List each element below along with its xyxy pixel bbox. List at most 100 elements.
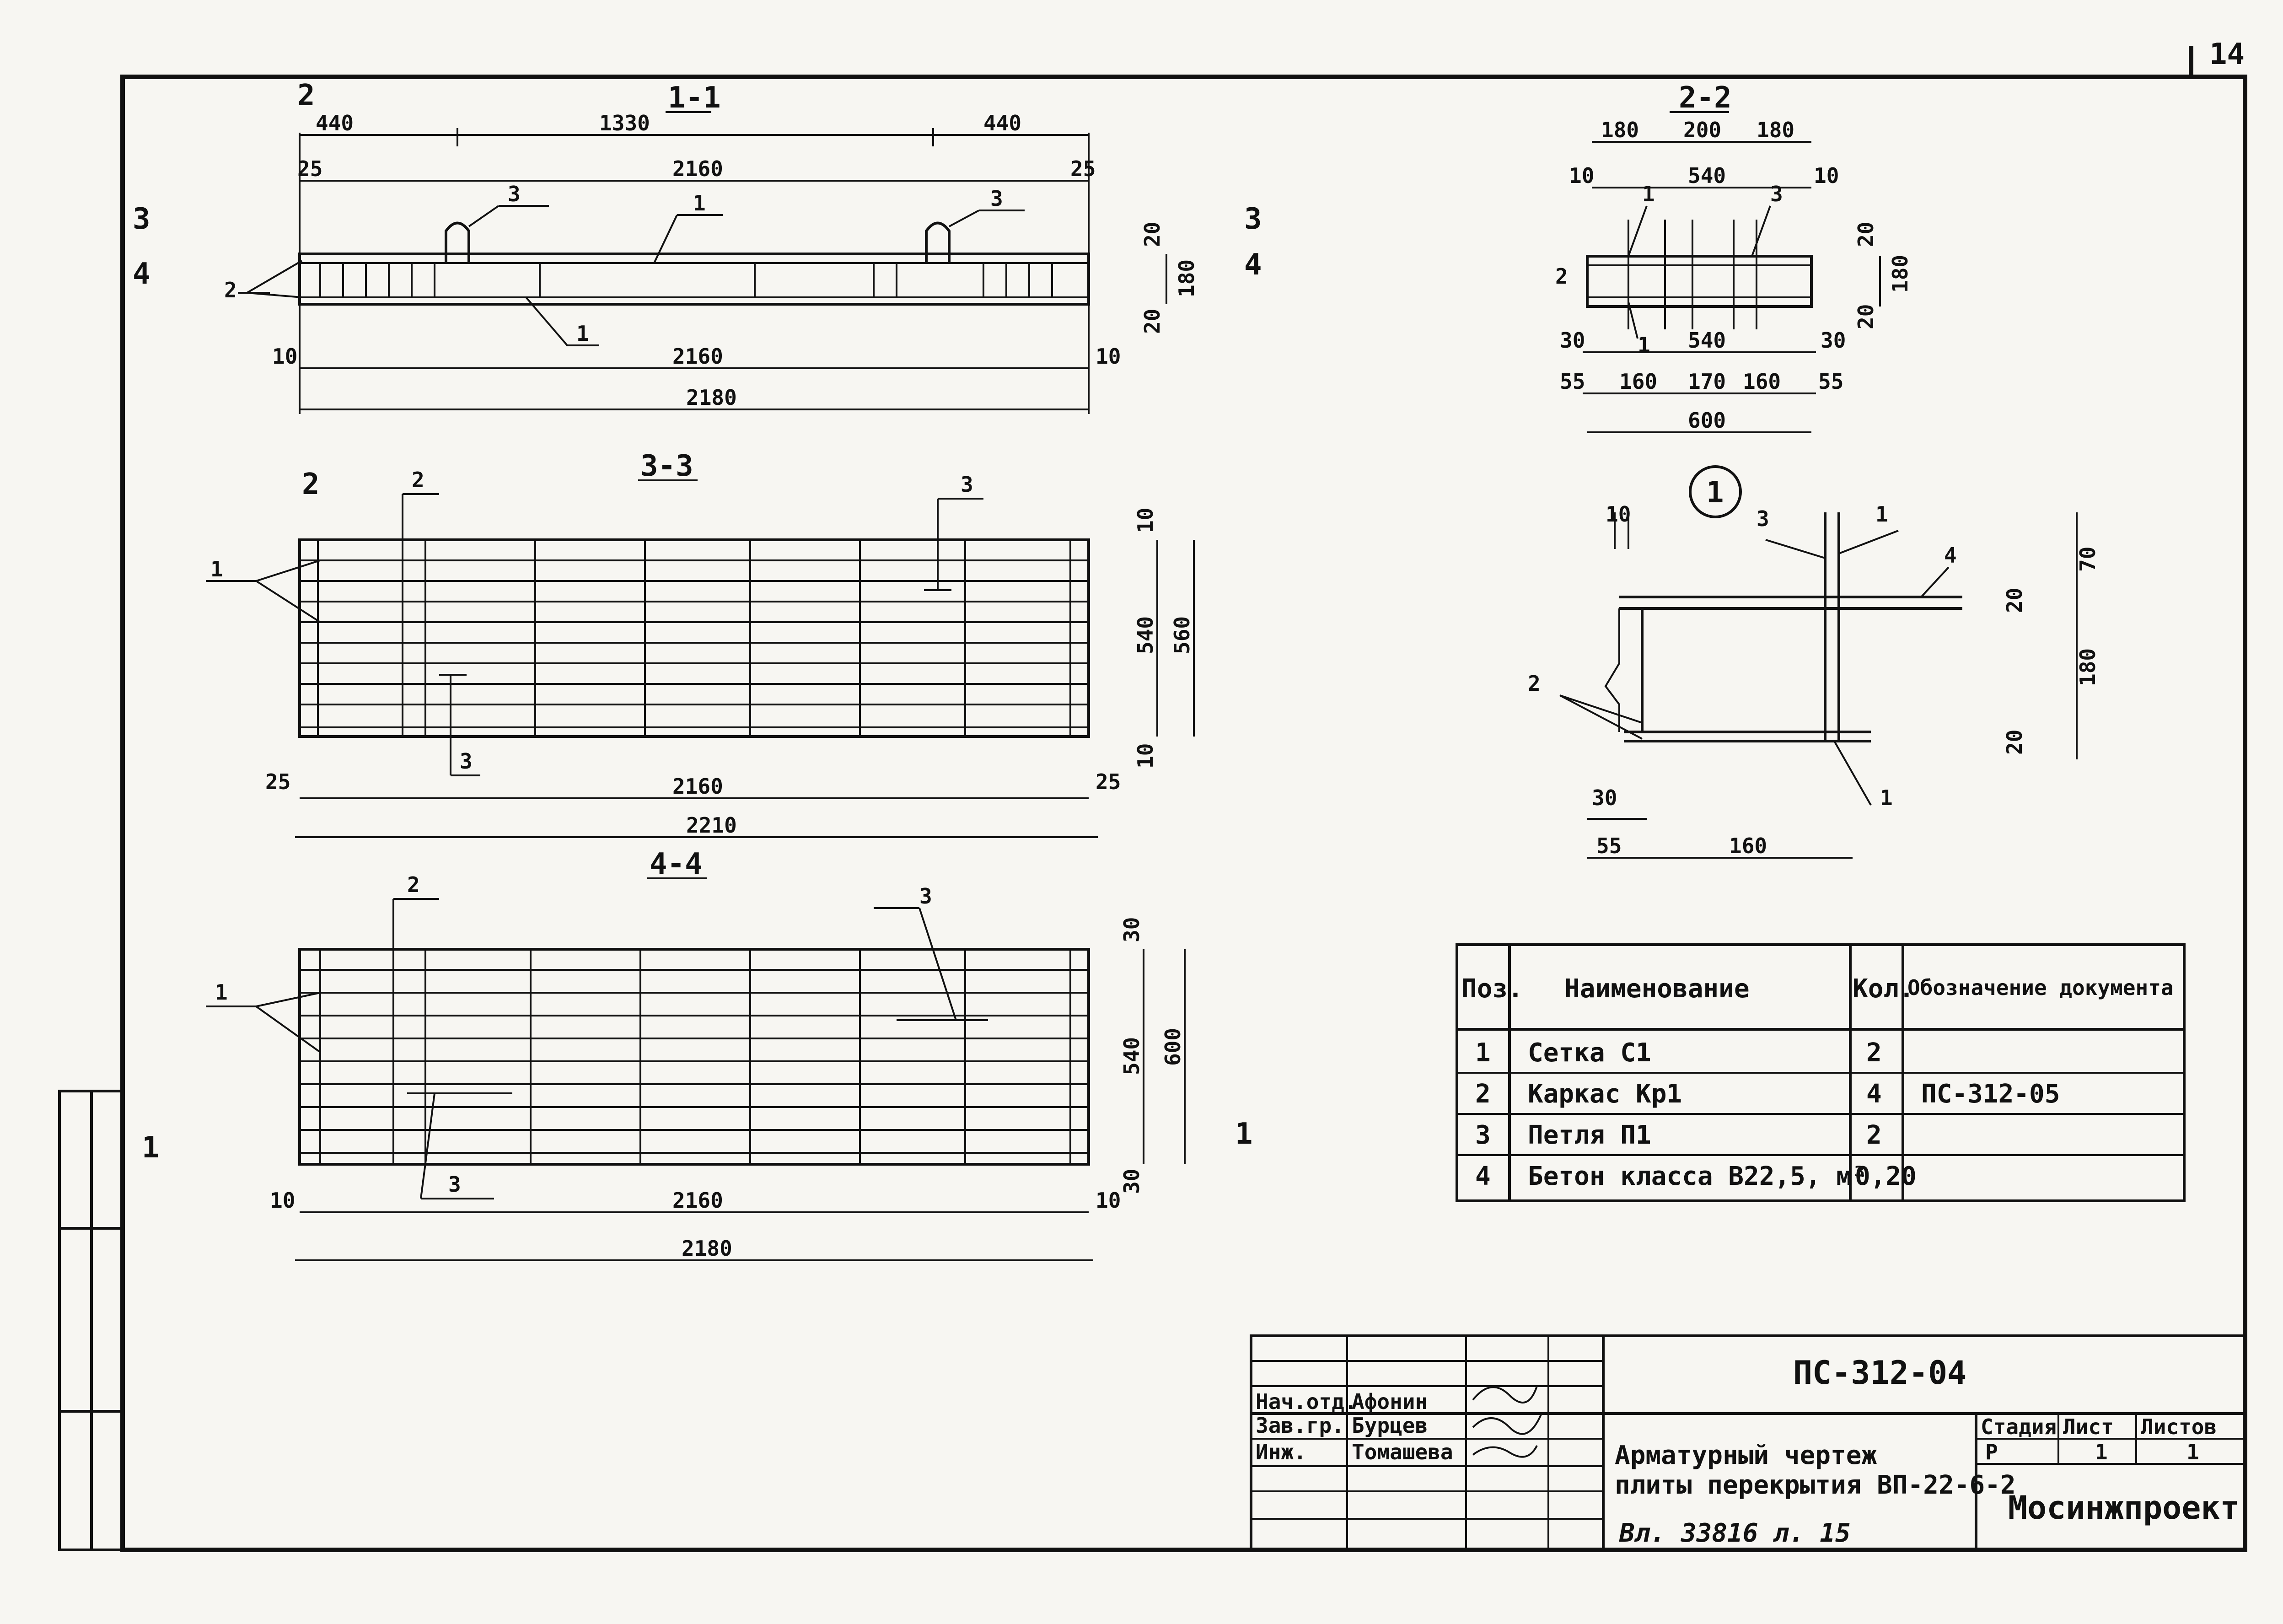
s22-left-10: 10 (1569, 163, 1594, 188)
s22-dim-540-bottom: 540 (1688, 328, 1726, 353)
spec-cell: 2 (1866, 1120, 1882, 1150)
node1-right-20-top: 20 (2002, 588, 2027, 613)
s11-dim-2160-bottom: 2160 (672, 344, 723, 369)
spec-header-qty: Кол. (1853, 974, 1914, 1004)
node1-top-10: 10 (1606, 502, 1631, 527)
s44-cut-1-right: 1 (1235, 1117, 1253, 1151)
spec-cell: Петля П1 (1528, 1120, 1651, 1150)
table-row: 4 Бетон класса В22,5, м³ 0,20 (1475, 1162, 1917, 1191)
s11-pos-3b: 3 (990, 186, 1003, 211)
s33-pos-3a: 3 (961, 472, 973, 497)
inventory-number: Вл. 33816 л. 15 (1619, 1518, 1851, 1548)
section-4-4: 4-4 2 3 3 1 2160 10 10 (142, 847, 1253, 1261)
s22-right-10: 10 (1814, 163, 1839, 188)
specification-table: Поз. Наименование Кол. Обозначение докум… (1456, 943, 2186, 1202)
s11-side-25-left: 25 (297, 156, 322, 181)
section-2-2-title: 2-2 (1679, 81, 1732, 115)
s44-dim-2180: 2180 (682, 1236, 732, 1261)
s11-cut-3-right: 3 (1244, 202, 1262, 236)
spec-cell: 0,20 (1855, 1162, 1917, 1191)
s22-right-30: 30 (1821, 328, 1846, 353)
s11-pos-1: 1 (693, 191, 706, 215)
document-code: ПС-312-04 (1793, 1354, 1966, 1392)
s22-pos-2: 2 (1555, 264, 1568, 289)
stage-value: Р (1985, 1440, 1998, 1464)
staff-name-engineer: Томашева (1352, 1440, 1453, 1464)
spec-cell: 2 (1866, 1038, 1882, 1068)
s44-pos-3a: 3 (919, 884, 932, 909)
s11-side-10-left: 10 (272, 344, 297, 369)
s33-pos-3b: 3 (460, 749, 473, 774)
s33-pos-2: 2 (412, 468, 424, 492)
s22-pos-3: 3 (1770, 182, 1783, 206)
s44-right-30-top: 30 (1119, 917, 1144, 942)
s44-dim-2160: 2160 (672, 1188, 723, 1213)
sheets-label: Листов (2141, 1414, 2217, 1439)
sheet-value: 1 (2095, 1440, 2108, 1464)
node1-right-180: 180 (2075, 648, 2100, 686)
table-row: 3 Петля П1 2 (1475, 1120, 1882, 1150)
section-2-2: 2-2 180 200 180 540 10 10 1 3 1 2 540 30… (1555, 81, 1912, 433)
signature-marks (1472, 1386, 1542, 1458)
s22-dim-200: 200 (1683, 118, 1721, 142)
staff-role-engineer: Инж. (1256, 1440, 1306, 1464)
s22-left-30: 30 (1560, 328, 1585, 353)
s22-left-55: 55 (1560, 369, 1585, 394)
s11-pos-3a: 3 (508, 182, 521, 206)
node1-pos-1b: 1 (1880, 785, 1893, 810)
sheet-frame (58, 46, 2247, 1552)
s44-pos-3b: 3 (448, 1172, 461, 1197)
title-block: ПС-312-04 Нач.отд. Афонин Зав.гр. Бурцев… (1250, 1334, 2246, 1551)
spec-cell: Каркас Кр1 (1528, 1079, 1682, 1109)
s22-right-20-bottom: 20 (1853, 304, 1878, 329)
s44-right-30-bottom: 30 (1119, 1169, 1144, 1194)
spec-header-name: Наименование (1564, 974, 1750, 1004)
s11-dim-1330: 1330 (599, 111, 650, 135)
sheet-label: Лист (2063, 1414, 2114, 1439)
s33-dim-2160: 2160 (672, 774, 723, 799)
s11-right-20-top: 20 (1140, 222, 1165, 247)
s22-dim-170: 170 (1688, 369, 1726, 394)
node1-pos-1a: 1 (1875, 502, 1888, 527)
table-row: 1 Сетка С1 2 (1475, 1038, 1882, 1068)
s33-right-10-top: 10 (1133, 508, 1158, 533)
s44-right-540: 540 (1119, 1037, 1144, 1075)
spec-header-doc: Обозначение документа (1907, 975, 2174, 1000)
node1-bottom-160: 160 (1729, 834, 1767, 858)
node-1-detail: 1 3 1 4 2 1 10 70 20 180 20 30 55 160 (1528, 465, 2100, 859)
drawing-title-line1: Арматурный чертеж (1615, 1441, 1877, 1470)
s22-dim-160-right: 160 (1743, 369, 1781, 394)
spec-cell: 3 (1475, 1120, 1491, 1150)
s44-pos-1: 1 (215, 980, 228, 1005)
s33-pos-1: 1 (210, 557, 223, 581)
s11-cut-2: 2 (297, 79, 315, 113)
s11-dim-440-left: 440 (316, 111, 354, 135)
sheet-number: 14 (2209, 38, 2245, 71)
s22-dim-180-left: 180 (1601, 118, 1639, 142)
s11-right-20-bottom: 20 (1140, 309, 1165, 334)
s44-pos-2: 2 (407, 872, 420, 897)
s11-pos-1b: 1 (576, 321, 589, 346)
s33-right-10-bottom: 10 (1133, 743, 1158, 769)
section-3-3: 3-3 2 3 3 1 2 2160 25 (206, 449, 1195, 838)
node1-pos-4: 4 (1944, 543, 1957, 568)
spec-cell: Бетон класса В22,5, м³ (1528, 1162, 1867, 1191)
s11-side-10-right: 10 (1096, 344, 1121, 369)
s11-cut-3-left: 3 (133, 202, 150, 236)
s33-cut-2: 2 (302, 468, 320, 501)
s22-pos-1b: 1 (1638, 333, 1650, 357)
s11-cut-4-left: 4 (133, 257, 150, 291)
drawing-title-line2: плиты перекрытия ВП-22-6-2 (1615, 1470, 2016, 1500)
s44-right-600: 600 (1160, 1028, 1185, 1066)
section-1-1-title: 1-1 (668, 81, 721, 115)
sheets-value: 1 (2186, 1440, 2199, 1464)
s11-cut-4-right: 4 (1244, 248, 1262, 282)
node1-right-20-bottom: 20 (2002, 730, 2027, 755)
spec-cell: 2 (1475, 1079, 1491, 1109)
node1-pos-3: 3 (1757, 506, 1769, 531)
node1-bottom-30: 30 (1592, 785, 1617, 810)
section-4-4-title: 4-4 (650, 847, 703, 881)
stage-label: Стадия (1981, 1414, 2057, 1439)
staff-role-head: Нач.отд. (1256, 1389, 1357, 1414)
